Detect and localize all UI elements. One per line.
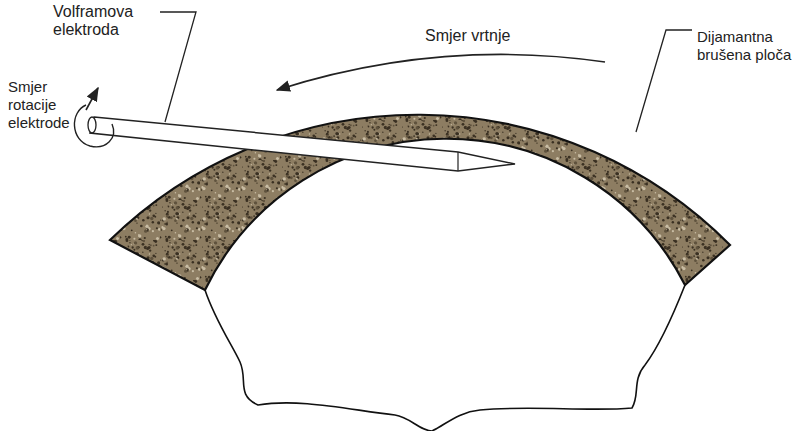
electrode-taper-edge — [457, 152, 458, 171]
tungsten-electrode — [90, 117, 515, 171]
wheel-body — [205, 285, 685, 431]
electrode-rotation-arc — [74, 105, 113, 147]
electrode-rotation-label: Smjer rotacije elektrode — [8, 78, 82, 132]
electrode-end — [88, 117, 96, 133]
rotation-direction-label: Smjer vrtnje — [425, 27, 565, 45]
electrode-rotation-arrow — [86, 88, 98, 110]
leader-line — [636, 30, 692, 132]
electrode-label: Volframova elektroda — [53, 3, 158, 39]
leader-line — [160, 12, 196, 122]
wheel-rotation-arrow — [277, 54, 605, 90]
wheel-label: Dijamantna brušena ploča — [697, 28, 802, 64]
